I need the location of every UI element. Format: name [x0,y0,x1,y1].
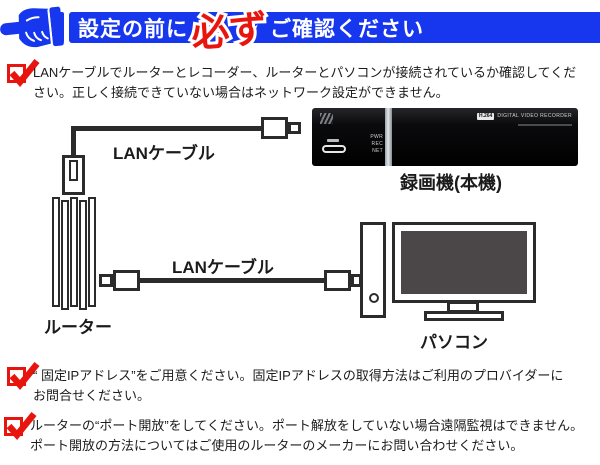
checklist-item-1-line-1: LANケーブルでルーターとレコーダー、ルーターとパソコンが接続されているか確認し… [33,65,577,80]
pointing-hand-icon [0,1,67,62]
h264-badge: H.264 [477,113,495,120]
rj45-connector-router-top-clip [69,160,78,181]
header-banner: 設定の前に 必ず ご確認ください [69,5,600,59]
recorder-model-row: H.264 DIGITAL VIDEO RECORDER [477,113,572,120]
monitor-stand-base [424,311,504,321]
recorder-device: PWR REC NET H.264 DIGITAL VIDEO RECORDER [312,108,578,166]
usb-symbol-icon [327,139,339,142]
recorder-led-labels: PWR REC NET [366,135,383,154]
usb-port [322,145,346,153]
router-slat [52,197,60,307]
rj45-connector-router-bottom-tip [99,274,113,287]
power-button-icon [369,293,379,303]
banner-title-prefix: 設定の前に [78,17,188,41]
router-slat [88,197,96,307]
red-checkbox-icon [4,411,37,441]
checklist-item-1-line-2: さい。正しく接続できていない場合はネットワーク設定ができません。 [33,85,449,100]
router-label: ルーター [44,318,112,337]
led-label-rec: REC [371,141,383,147]
router-slat [70,197,78,307]
lan-cable-bottom-label: LANケーブル [172,258,274,277]
recorder-product-name: DIGITAL VIDEO RECORDER [497,113,572,119]
pc-monitor [392,222,536,303]
rj45-connector-router-bottom-body [113,270,140,291]
lan-cable-bottom [140,278,324,283]
lan-cable-top-vertical [71,126,76,157]
pc-monitor-screen [401,231,527,294]
recorder-subtext-line [518,124,572,126]
recorder-label: 録画機(本機) [400,173,502,193]
lan-cable-top-horizontal [71,126,263,131]
router-slat [79,200,87,310]
rj45-connector-recorder-body [261,117,288,139]
pc-tower [360,222,386,318]
red-checkbox-icon [7,58,40,88]
checkmark-icon [6,411,37,441]
checkmark-icon [9,361,40,391]
pc-label: パソコン [420,333,488,352]
router-slat [61,200,69,310]
led-label-net: NET [372,148,383,154]
checklist-item-3-line-2: ポート開放の方法についてはご使用のルーターのメーカーにお問い合わせください。 [30,438,524,453]
checklist-item-2: “ 固定IPアドレス”をご用意ください。固定IPアドレスの取得方法はご利用のプロ… [33,366,563,406]
checklist-item-2-line-2: お問合せください。 [33,388,151,403]
rj45-connector-pc-body [324,270,351,291]
checklist-item-1: LANケーブルでルーターとレコーダー、ルーターとパソコンが接続されているか確認し… [33,63,576,103]
led-label-pwr: PWR [370,134,383,140]
banner-title-emphasis: 必ず [187,5,272,58]
banner-title-suffix: ご確認ください [270,17,425,41]
checklist-item-3-line-1: ルーターの“ポート開放”をしてください。ポート解放をしていない場合遠隔監視はでき… [30,418,584,433]
checkmark-icon [9,58,40,88]
lan-cable-top-label: LANケーブル [113,144,215,163]
rj45-connector-recorder-tip [288,122,301,134]
recorder-brand-logo [320,113,333,124]
checklist-item-2-line-1: “ 固定IPアドレス”をご用意ください。固定IPアドレスの取得方法はご利用のプロ… [33,368,564,383]
recorder-front-strip [385,108,392,166]
checklist-item-3: ルーターの“ポート開放”をしてください。ポート解放をしていない場合遠隔監視はでき… [30,416,583,456]
red-checkbox-icon [7,361,40,391]
